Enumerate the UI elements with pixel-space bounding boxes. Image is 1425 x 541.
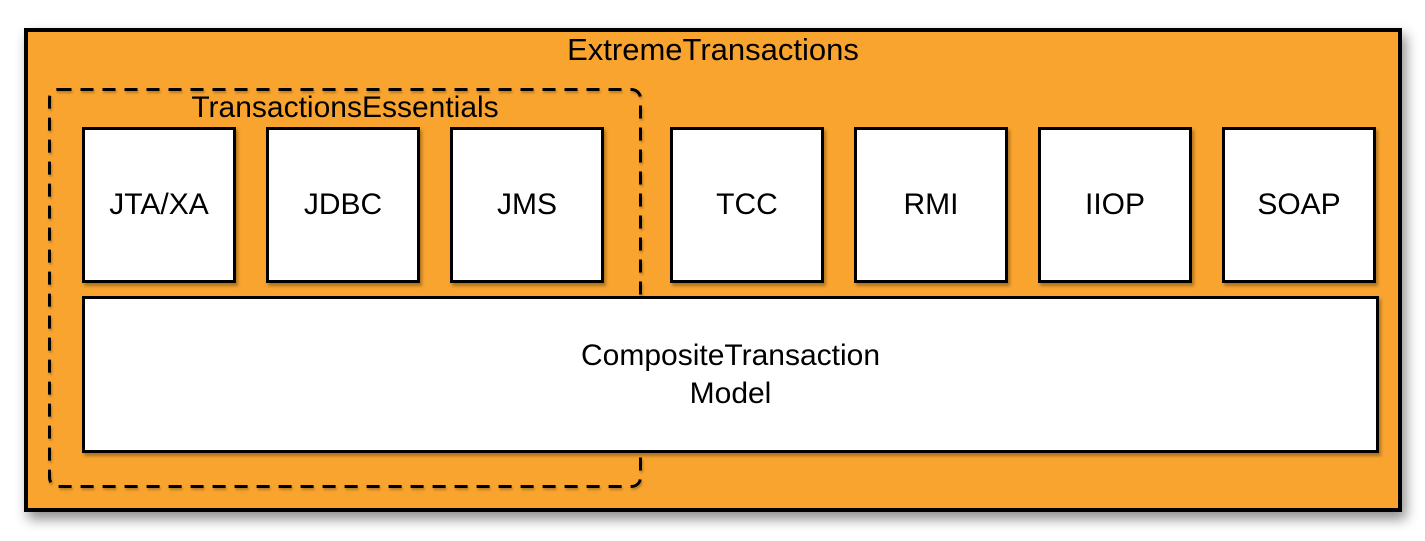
extreme-transactions-title: ExtremeTransactions	[567, 32, 859, 67]
dashed-group-outline	[48, 88, 642, 488]
transactions-essentials-group: TransactionsEssentials	[48, 88, 642, 488]
module-label: TCC	[716, 188, 778, 221]
composite-label-line1: CompositeTransaction	[580, 338, 881, 372]
module-box-jta-xa: JTA/XA	[82, 127, 236, 283]
module-box-jdbc: JDBC	[266, 127, 420, 283]
composite-label-line2: Model	[689, 376, 772, 410]
module-box-jms: JMS	[450, 127, 604, 283]
module-box-rmi: RMI	[854, 127, 1008, 283]
module-box-tcc: TCC	[670, 127, 824, 283]
transactions-essentials-title: TransactionsEssentials	[191, 91, 499, 124]
extreme-transactions-container: ExtremeTransactions TransactionsEssentia…	[24, 28, 1402, 512]
module-box-soap: SOAP	[1222, 127, 1376, 283]
module-label: JMS	[497, 188, 557, 221]
module-label: SOAP	[1257, 188, 1341, 221]
module-label: JTA/XA	[109, 188, 209, 221]
composite-transaction-model-box: CompositeTransaction Model	[82, 296, 1379, 453]
module-label: RMI	[903, 188, 959, 221]
module-label: JDBC	[303, 188, 383, 221]
module-box-iiop: IIOP	[1038, 127, 1192, 283]
module-label: IIOP	[1084, 188, 1145, 221]
